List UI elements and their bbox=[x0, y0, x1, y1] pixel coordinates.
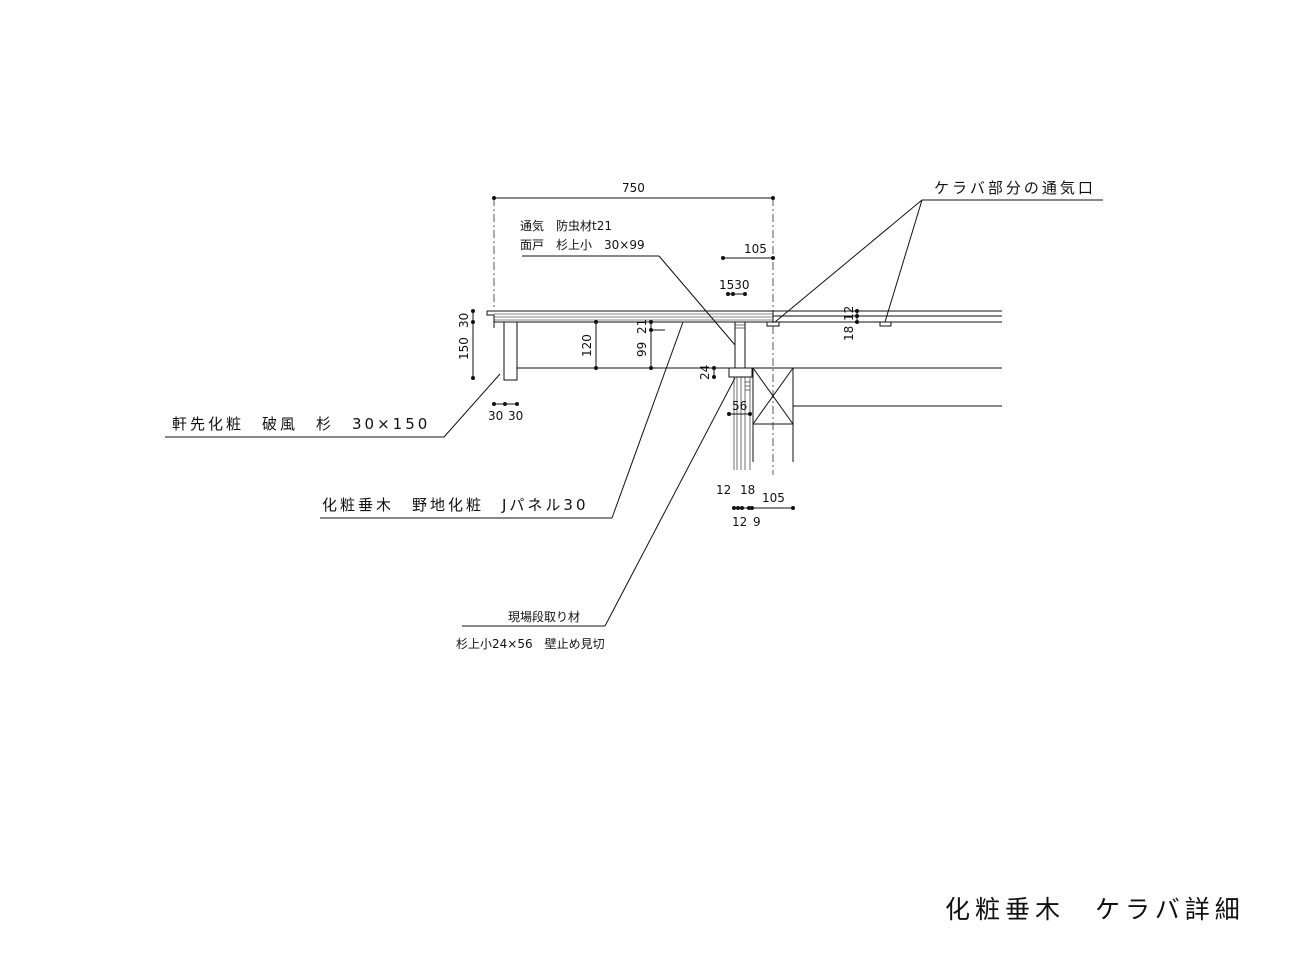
dim-30-left: 30 bbox=[457, 313, 471, 328]
dim-12a: 12 bbox=[716, 483, 731, 497]
label-fascia: 軒先化粧 破風 杉 30×150 bbox=[172, 415, 430, 433]
dim-105-bottom: 105 bbox=[762, 491, 785, 505]
dim-24: 24 bbox=[698, 365, 712, 380]
dim-150: 150 bbox=[457, 337, 471, 360]
dim-99: 99 bbox=[635, 342, 649, 357]
dim-30a: 30 bbox=[488, 409, 503, 423]
drawing-title: 化粧垂木 ケラバ詳細 bbox=[945, 895, 1245, 924]
dim-56: 56 bbox=[732, 399, 747, 413]
dim-12b: 12 bbox=[732, 515, 747, 529]
dim-12-right: 12 bbox=[842, 306, 856, 321]
leaders bbox=[165, 199, 1103, 627]
dimension-texts: 750 105 1530 30 150 120 21 99 24 18 12 3… bbox=[457, 181, 856, 529]
dim-1530: 1530 bbox=[719, 278, 750, 292]
label-insect-screen: 通気 防虫材t21 bbox=[520, 218, 612, 233]
dim-105-top: 105 bbox=[744, 242, 767, 256]
dim-120: 120 bbox=[580, 334, 594, 357]
label-vent: ケラバ部分の通気口 bbox=[934, 179, 1096, 197]
label-face-board: 面戸 杉上小 30×99 bbox=[520, 238, 645, 252]
construction-lines bbox=[486, 196, 1002, 475]
dim-18b: 18 bbox=[740, 483, 755, 497]
label-step-material: 現場段取り材 bbox=[508, 609, 580, 624]
vent-opening bbox=[766, 321, 780, 327]
dim-9: 9 bbox=[753, 515, 761, 529]
dim-750: 750 bbox=[622, 181, 645, 195]
dimension-lines bbox=[471, 256, 859, 510]
annotations: ケラバ部分の通気口 軒先化粧 破風 杉 30×150 化粧垂木 野地化粧 Jパネ… bbox=[172, 179, 1245, 924]
vent-opening bbox=[879, 321, 892, 327]
dim-30b: 30 bbox=[508, 409, 523, 423]
dim-18: 18 bbox=[842, 326, 856, 341]
label-rafter: 化粧垂木 野地化粧 Jパネル30 bbox=[322, 496, 589, 514]
label-step-spec: 杉上小24×56 壁止め見切 bbox=[456, 636, 605, 651]
dim-21: 21 bbox=[635, 319, 649, 334]
